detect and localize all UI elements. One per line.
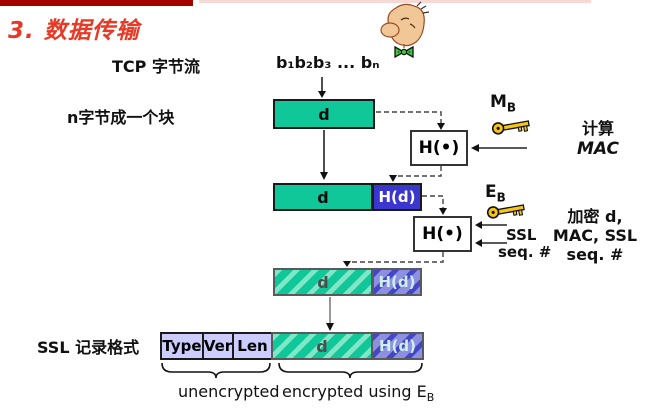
mac-key-label: MB — [490, 92, 516, 114]
byte-stream-text: b₁b₂b₃ ... bₙ — [276, 53, 380, 72]
ssl-record-format-label: SSL 记录格式 — [37, 338, 140, 357]
hash-function-box-1: H(•) — [410, 130, 468, 166]
enc-key-letter: E — [485, 182, 497, 202]
top-pink-bar — [199, 0, 591, 3]
mac-key-sub: B — [506, 100, 517, 115]
mac-key-letter: M — [490, 92, 507, 112]
encrypted-data-block-row3: d — [273, 268, 373, 296]
record-len-field: Len — [232, 332, 273, 360]
data-block-row2: d — [273, 183, 373, 211]
compute-mac-label: 计算 MAC — [553, 119, 643, 159]
encrypt-line3: seq. # — [566, 245, 624, 264]
encrypted-using-text: encrypted using E — [282, 382, 427, 401]
compute-mac-line2: MAC — [576, 139, 620, 159]
record-type-field: Type — [160, 332, 204, 360]
encrypted-data-block-row4: d — [271, 332, 373, 360]
mac-key-icon — [491, 116, 531, 138]
data-block-row1: d — [273, 99, 375, 129]
encrypted-using-sub: B — [426, 391, 435, 405]
encrypt-line2: MAC, SSL — [552, 226, 638, 245]
mac-block-row2: H(d) — [372, 183, 422, 211]
encrypt-line1: 加密 d, — [567, 207, 623, 226]
tcp-stream-label: TCP 字节流 — [112, 57, 200, 76]
encrypted-using-label: encrypted using EB — [282, 382, 434, 404]
encrypt-label: 加密 d, MAC, SSL seq. # — [537, 207, 653, 264]
slide-title: 3. 数据传输 — [8, 18, 140, 44]
hash-function-box-2: H(•) — [413, 216, 472, 252]
unencrypted-label: unencrypted — [178, 382, 280, 401]
enc-key-label: EB — [485, 182, 506, 204]
n-bytes-block-label: n字节成一个块 — [67, 108, 175, 127]
enc-key-sub: B — [496, 190, 506, 205]
ssl-seq-word2: seq. # — [498, 243, 552, 261]
braces — [161, 362, 423, 379]
enc-key-icon — [486, 200, 526, 222]
record-ver-field: Ver — [202, 332, 234, 360]
ssl-seq-word1: SSL — [506, 226, 537, 244]
encrypted-mac-block-row4: H(d) — [371, 332, 424, 360]
cartoon-face-icon — [380, 1, 430, 59]
encrypted-mac-block-row3: H(d) — [372, 268, 422, 296]
compute-mac-line1: 计算 — [581, 119, 614, 138]
top-red-bar — [0, 0, 193, 6]
